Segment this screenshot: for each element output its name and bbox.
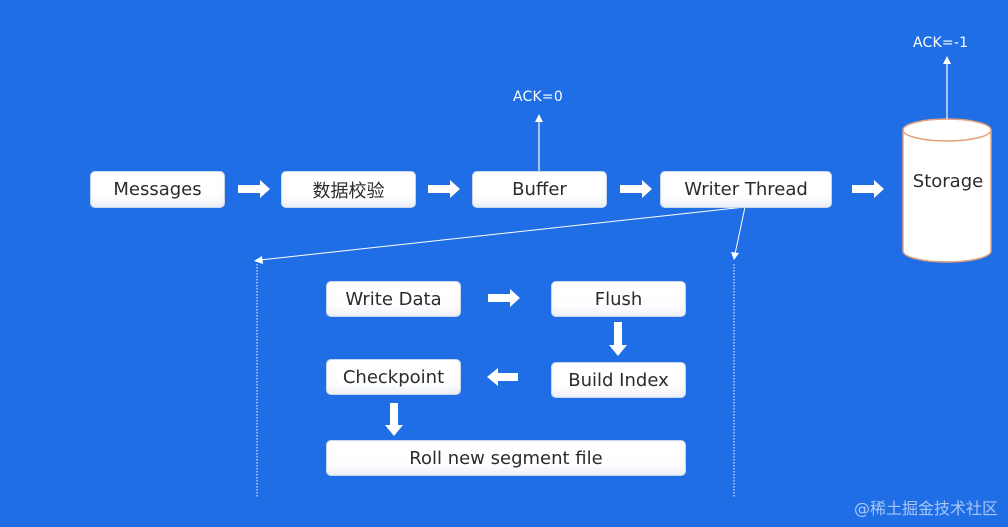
roll-segment-box: Roll new segment file: [326, 440, 686, 476]
zoom-lines: [254, 206, 746, 497]
ack-minus1-label: ACK=-1: [913, 35, 969, 51]
flush-box: Flush: [551, 281, 686, 317]
build-index-box: Build Index: [551, 362, 686, 398]
watermark: @稀土掘金技术社区: [853, 499, 998, 518]
buffer-box: Buffer: [472, 171, 607, 208]
messages-box: Messages: [90, 171, 225, 208]
write-data-box: Write Data: [326, 281, 461, 317]
validation-box: 数据校验: [281, 171, 416, 208]
arrow-buildindex-to-checkpoint: [487, 368, 518, 386]
arrow-writer-to-storage: [852, 180, 884, 198]
checkpoint-box: Checkpoint: [326, 359, 461, 395]
arrow-writedata-to-flush: [488, 289, 520, 307]
ack0-label: ACK=0: [513, 89, 563, 105]
arrow-checkpoint-to-roll: [385, 403, 403, 436]
arrow-buffer-to-writer: [620, 180, 652, 198]
writer-thread-box: Writer Thread: [660, 171, 832, 208]
ack-minus1-arrow: [943, 56, 951, 119]
arrow-flush-to-buildindex: [609, 322, 627, 356]
storage-label: Storage: [912, 171, 984, 192]
arrow-messages-to-validation: [238, 180, 270, 198]
ack0-arrow: [535, 114, 543, 171]
arrow-validation-to-buffer: [428, 180, 460, 198]
